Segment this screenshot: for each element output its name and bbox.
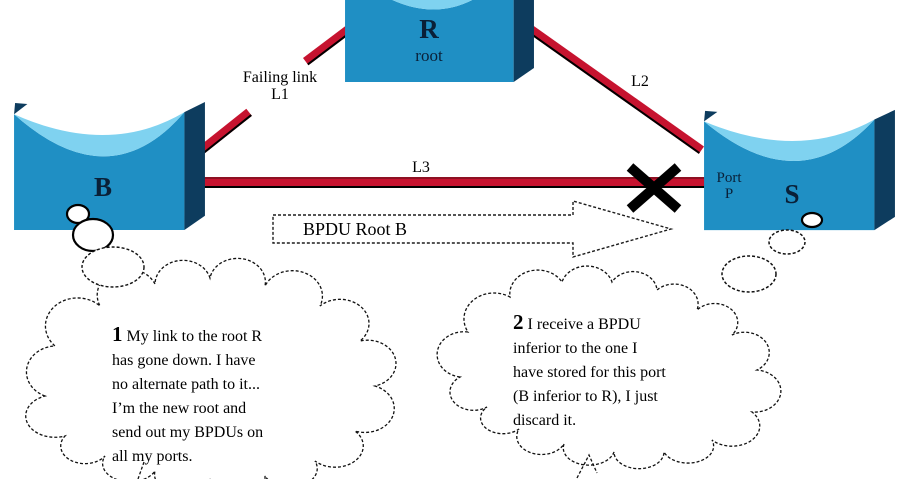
label-l1: L1 bbox=[271, 86, 289, 103]
thought-bubble-trail-right bbox=[721, 211, 824, 293]
bubble-1-line5: send out my BPDUs on bbox=[112, 424, 264, 441]
switch-icon bbox=[345, 0, 534, 82]
port-label-line2: P bbox=[724, 186, 734, 202]
link-l3 bbox=[203, 177, 710, 188]
thought-cloud-left bbox=[25, 257, 397, 479]
bubble-2-line5: discard it. bbox=[513, 412, 577, 429]
label-l2: L2 bbox=[631, 73, 649, 90]
bubble-1-line3: no alternate path to it... bbox=[112, 376, 260, 393]
bubble-1-number: 1 bbox=[112, 322, 123, 346]
bubble-1-text: 1 My link to the root R has gone down. I… bbox=[112, 322, 352, 469]
thought-cloud-right bbox=[436, 265, 782, 470]
port-p-label: Port P bbox=[706, 170, 752, 202]
switch-s: S Port P bbox=[702, 108, 897, 234]
switch-label-b: B bbox=[93, 172, 112, 202]
switch-icon bbox=[704, 109, 895, 231]
bubble-2-line2: inferior to the one I bbox=[513, 340, 638, 357]
bubble-2-text: 2 I receive a BPDU inferior to the one I… bbox=[513, 310, 763, 433]
switch-r: R root bbox=[343, 0, 536, 86]
bubble-2-line4: (B inferior to R), I just bbox=[513, 388, 658, 405]
cloud-tail-right bbox=[576, 453, 598, 479]
bubble-1-line6: all my ports. bbox=[112, 448, 193, 465]
switch-label-r: R bbox=[419, 14, 439, 44]
bubble-2-line1: 2 I receive a BPDU bbox=[513, 310, 641, 334]
switch-sublabel-root: root bbox=[415, 46, 443, 65]
bpdu-arrow-label: BPDU Root B bbox=[303, 219, 408, 239]
label-failing-link-line1: Failing link bbox=[242, 69, 318, 86]
switch-icon bbox=[14, 102, 205, 230]
cloud-tail-left bbox=[137, 461, 145, 479]
port-label-line1: Port bbox=[716, 170, 742, 186]
thought-bubble-trail-left bbox=[65, 203, 145, 288]
bubble-1-line2: has gone down. I have bbox=[112, 352, 256, 369]
bpdu-arrow-icon bbox=[272, 200, 674, 258]
blocked-port-x-icon bbox=[626, 163, 682, 213]
bubble-2-number: 2 bbox=[513, 310, 524, 334]
bubble-1-line1: 1 My link to the root R bbox=[112, 322, 263, 346]
bubble-2-line3: have stored for this port bbox=[513, 364, 666, 381]
bubble-1-line4: I’m the new root and bbox=[112, 400, 247, 417]
switch-b: B bbox=[12, 100, 207, 234]
switch-label-s: S bbox=[784, 179, 800, 209]
label-l3: L3 bbox=[412, 159, 430, 176]
label-failing-link: Failing link L1 bbox=[225, 69, 335, 103]
